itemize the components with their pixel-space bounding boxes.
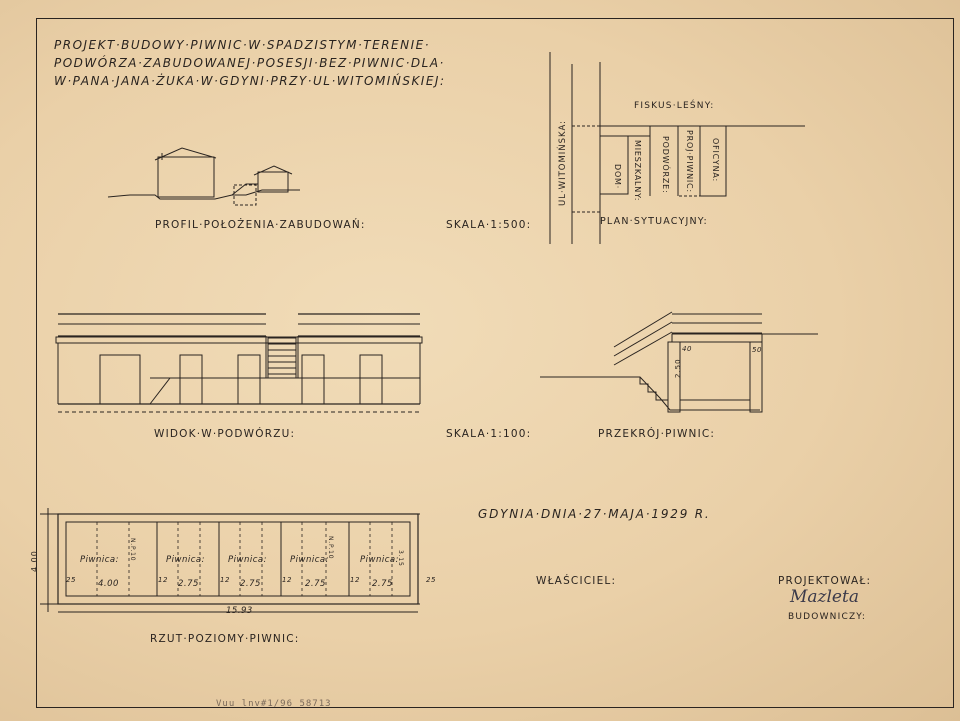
vertical-dim: 4.00 [30,550,39,572]
cell-width-5: 2.75 [372,579,393,589]
cell-width-4: 2.75 [305,579,326,589]
cell-label-4: Piwnica: [290,555,329,565]
section-dim-right: 50 [752,346,762,354]
site-plan [549,52,805,244]
designer-title: Budowniczy: [788,612,867,622]
site-plan-caption: Plan·sytuacyjny: [600,216,708,227]
elevation-caption: Widok·w·podwórzu: [154,428,296,440]
proj-piwnic-label: Proj·piwnic: [685,130,694,193]
street-label: UL·Witomińska: [558,119,568,206]
designer-label: Projektował: [778,575,872,587]
total-length: 15.93 [226,606,253,616]
archive-stamp: Vuu lnv#1/96 58713 [216,699,332,709]
floor-plan-caption: Rzut·poziomy·piwnic: [150,633,300,645]
designer-signature: Mazleta [790,587,859,607]
fiscus-label: Fiskus·leśny: [634,101,715,111]
title-line-3: w·pana·jana·żuka·w·gdyni·przy·ul·witomiń… [54,74,446,88]
oficyna-label: Oficyna: [711,138,720,183]
dom-label: Dom· [613,164,622,190]
cell-sep-1: 12 [158,576,168,584]
elevation-view [55,313,423,413]
podworze-label: Podwórze: [661,136,670,194]
cell-label-5: Piwnica: [360,555,399,565]
title-line-1: Projekt·budowy·piwnic·w·spadzistym·teren… [54,38,431,52]
note-c: 3.15 [397,550,404,567]
floor-plan [40,508,420,613]
note-b: N.P.10 [327,536,334,560]
owner-label: Właściciel: [536,575,617,587]
cell-sep-3: 12 [282,576,292,584]
wall-left: 25 [66,576,76,584]
cell-label-1: Piwnica: [80,555,119,565]
cell-label-3: Piwnica: [228,555,267,565]
wall-right: 25 [426,576,436,584]
cell-label-2: Piwnica: [166,555,205,565]
section-scale: Skala·1:100: [446,428,532,440]
profile-caption: Profil·położenia·zabudowań: [155,219,366,231]
section-caption: Przekrój·piwnic: [598,428,716,440]
cell-width-2: 2.75 [178,579,199,589]
mieszkalny-label: mieszkalny: [633,140,642,202]
section-view [540,311,818,413]
cell-sep-4: 12 [350,576,360,584]
cell-width-1: 4.00 [98,579,119,589]
profile-sketch [107,147,300,206]
note-a: N.P.10 [129,538,136,562]
title-line-2: podwórza·zabudowanej·posesji·bez·piwnic·… [54,56,445,70]
cell-width-3: 2.75 [240,579,261,589]
section-dim-height: 2.50 [674,358,682,378]
section-dim-left: 40 [682,345,692,353]
drawing-frame [36,18,954,708]
site-plan-scale: Skala·1:500: [446,219,532,231]
cell-sep-2: 12 [220,576,230,584]
date-line: Gdynia·dnia·27·maja·1929 r. [478,507,711,521]
